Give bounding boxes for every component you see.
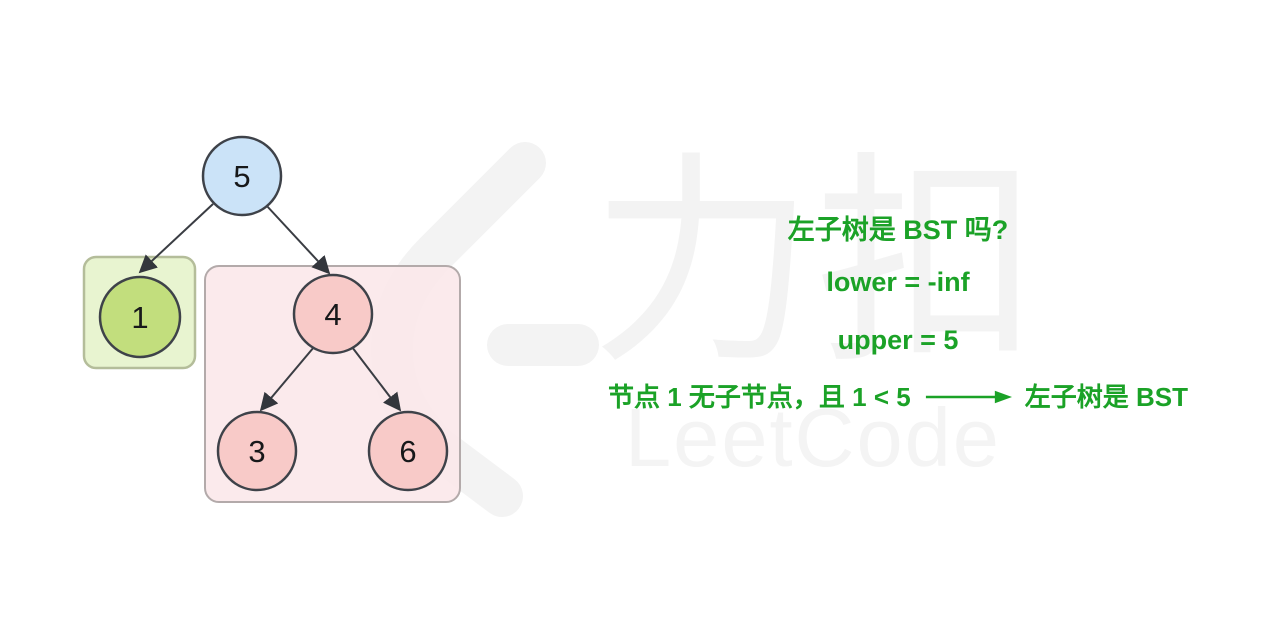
tree-node-5: 5 (201, 135, 283, 217)
node-6-circle (367, 410, 449, 492)
annotation-block: 左子树是 BST 吗? lower = -inf upper = 5 节点 1 … (608, 0, 1188, 644)
node-4-circle (292, 273, 374, 355)
long-right-arrow-icon (925, 390, 1012, 404)
tree-node-1: 1 (98, 275, 182, 359)
watermark-brand-en: LeetCode (625, 391, 1001, 484)
tree-node-6: 6 (367, 410, 449, 492)
node-6-label: 6 (399, 434, 416, 469)
edge-4-to-6 (351, 346, 402, 412)
edge-4-to-3 (259, 346, 315, 412)
watermark-brand-cn: 力扣 (590, 137, 1040, 389)
node-5-circle (201, 135, 283, 217)
tree-node-3: 3 (216, 410, 298, 492)
annotation-lower-bound: lower = -inf (826, 267, 970, 297)
node-4-label: 4 (324, 297, 341, 332)
node-3-label: 3 (248, 434, 265, 469)
annotation-conclusion: 节点 1 无子节点，且 1 < 5 左子树是 BST (608, 380, 1188, 414)
node-3-circle (216, 410, 298, 492)
annotation-upper-bound: upper = 5 (837, 325, 959, 355)
annotation-question: 左子树是 BST 吗? (787, 215, 1009, 245)
annotation-conclusion-result: 左子树是 BST (1024, 382, 1188, 412)
edge-5-to-4 (265, 204, 331, 275)
node-1-circle (98, 275, 182, 359)
annotation-conclusion-premise: 节点 1 无子节点，且 1 < 5 (608, 382, 911, 412)
node-1-label: 1 (131, 300, 148, 335)
edge-5-to-1 (138, 203, 214, 274)
tree-node-4: 4 (292, 273, 374, 355)
node-5-label: 5 (233, 159, 250, 194)
